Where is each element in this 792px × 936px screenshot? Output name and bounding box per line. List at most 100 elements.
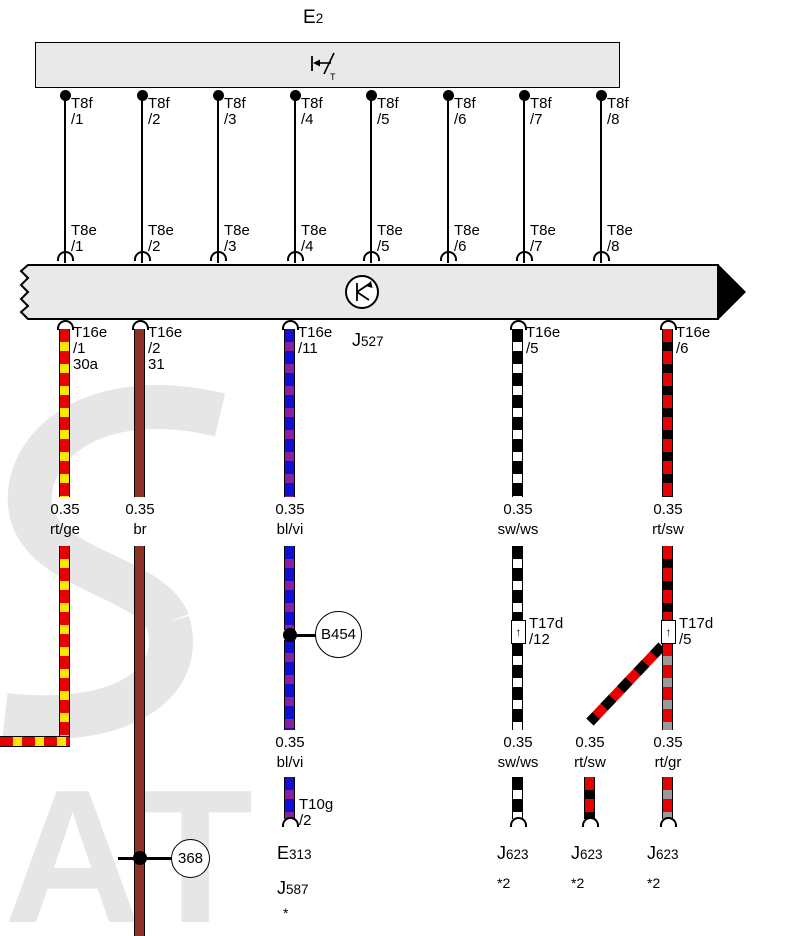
ground-label-368: 368 bbox=[171, 839, 210, 878]
footnote-star2: *2 bbox=[647, 875, 661, 891]
pin-wire bbox=[217, 95, 219, 263]
connector-symbol bbox=[510, 817, 527, 827]
junction-label-b454: B454 bbox=[315, 611, 362, 658]
wire-br bbox=[134, 546, 145, 936]
wire-bl-vi bbox=[284, 640, 295, 730]
connector-symbol bbox=[57, 251, 74, 261]
pin-dot bbox=[366, 90, 377, 101]
wire-sw-ws bbox=[512, 643, 523, 730]
pin-label-t8e-5: T8e/5 bbox=[377, 222, 403, 255]
connector-box-t17d-5: ↑ bbox=[661, 620, 676, 644]
target-label-j623-3: J623 bbox=[647, 843, 679, 863]
junction-dot bbox=[283, 628, 297, 642]
terminal-label-30a: 30a bbox=[73, 356, 99, 373]
pin-label-t8e-6: T8e/6 bbox=[454, 222, 480, 255]
connector-label-t16e-11: T16e /11 bbox=[298, 324, 333, 357]
pin-label-t8e-2: T8e/2 bbox=[148, 222, 174, 255]
wire-rt-sw-diagonal bbox=[586, 642, 666, 726]
wire-rt-gr bbox=[662, 777, 673, 819]
terminal-label-31: 31 bbox=[148, 356, 165, 373]
switch-symbol-icon: T bbox=[311, 52, 336, 82]
junction-link-line bbox=[296, 634, 316, 637]
pin-label-t8f-1: T8f/1 bbox=[71, 95, 93, 128]
pin-dot bbox=[519, 90, 530, 101]
wire-gauge-label: 0.35 rt/ge bbox=[49, 501, 80, 538]
wire-bl-vi bbox=[284, 777, 295, 819]
connector-symbol bbox=[510, 320, 527, 330]
pin-wire bbox=[294, 95, 296, 263]
pin-label-t8e-7: T8e/7 bbox=[530, 222, 556, 255]
wire-gauge-label: 0.35 bl/vi bbox=[275, 501, 305, 538]
component-label-e2-sub: 2 bbox=[315, 11, 324, 26]
up-arrow-icon: ↑ bbox=[515, 625, 522, 639]
component-label-e2: E2 bbox=[303, 7, 323, 29]
pin-dot bbox=[137, 90, 148, 101]
target-label-j623-1: J623 bbox=[497, 843, 529, 863]
connector-box-t17d-12: ↑ bbox=[511, 620, 526, 644]
target-label-j587: J587 bbox=[277, 878, 309, 898]
connector-symbol bbox=[593, 251, 610, 261]
connector-symbol bbox=[282, 817, 299, 827]
wire-gauge-label: 0.35 rt/gr bbox=[653, 734, 683, 771]
connector-label-t17d-5: T17d /5 bbox=[679, 615, 714, 648]
wire-gauge-label: 0.35 bl/vi bbox=[275, 734, 305, 771]
connector-symbol bbox=[287, 251, 304, 261]
connector-label-t17d-12: T17d /12 bbox=[529, 615, 564, 648]
connector-symbol bbox=[282, 320, 299, 330]
pin-dot bbox=[443, 90, 454, 101]
connector-symbol bbox=[210, 251, 227, 261]
wire-bl-vi bbox=[284, 546, 295, 630]
pin-label-t8e-1: T8e/1 bbox=[71, 222, 97, 255]
pin-wire bbox=[447, 95, 449, 263]
bus-label-j527: J527 bbox=[352, 330, 384, 350]
pin-dot bbox=[213, 90, 224, 101]
wire-gauge-label: 0.35 br bbox=[125, 501, 155, 538]
pin-wire bbox=[370, 95, 372, 263]
pin-label-t8f-4: T8f/4 bbox=[301, 95, 323, 128]
wire-br bbox=[134, 329, 145, 497]
bus-symbol-icon bbox=[345, 275, 379, 309]
pin-label-t8f-5: T8f/5 bbox=[377, 95, 399, 128]
wire-rt-sw bbox=[584, 777, 595, 819]
connector-symbol bbox=[363, 251, 380, 261]
footnote-star2: *2 bbox=[497, 875, 511, 891]
wire-bl-vi bbox=[284, 329, 295, 497]
pin-label-t8e-3: T8e/3 bbox=[224, 222, 250, 255]
wire-rt-gr bbox=[662, 643, 673, 730]
connector-symbol bbox=[440, 251, 457, 261]
wire-rt-ge bbox=[59, 329, 70, 497]
pin-wire bbox=[141, 95, 143, 263]
connector-symbol bbox=[582, 817, 599, 827]
wire-sw-ws bbox=[512, 546, 523, 622]
pin-dot bbox=[596, 90, 607, 101]
pin-label-t8e-4: T8e/4 bbox=[301, 222, 327, 255]
wire-rt-ge bbox=[59, 546, 70, 746]
up-arrow-icon: ↑ bbox=[665, 625, 672, 639]
pin-wire bbox=[64, 95, 66, 263]
connector-symbol bbox=[57, 320, 74, 330]
bus-arrow-icon bbox=[718, 264, 746, 320]
wire-gauge-label: 0.35 sw/ws bbox=[497, 734, 539, 771]
target-label-j623-2: J623 bbox=[571, 843, 603, 863]
connector-symbol bbox=[516, 251, 533, 261]
connector-label-t16e-2: T16e /2 31 bbox=[148, 324, 183, 373]
connector-label-t16e-6: T16e /6 bbox=[676, 324, 711, 357]
component-label-e2-prefix: E bbox=[303, 7, 316, 28]
wire-gauge-label: 0.35 rt/sw bbox=[652, 501, 684, 538]
connector-symbol bbox=[132, 320, 149, 330]
pin-wire bbox=[523, 95, 525, 263]
pin-label-t8f-2: T8f/2 bbox=[148, 95, 170, 128]
pin-label-t8f-8: T8f/8 bbox=[607, 95, 629, 128]
connector-label-t16e-5: T16e /5 bbox=[526, 324, 561, 357]
connector-symbol bbox=[660, 320, 677, 330]
bus-bar bbox=[19, 264, 746, 320]
wire-rt-sw bbox=[662, 329, 673, 497]
pin-label-t8e-8: T8e/8 bbox=[607, 222, 633, 255]
connector-label-t16e-1: T16e /1 30a bbox=[73, 324, 108, 373]
junction-dot bbox=[133, 851, 147, 865]
footnote-star2: *2 bbox=[571, 875, 585, 891]
pin-dot bbox=[290, 90, 301, 101]
wire-gauge-label: 0.35 rt/sw bbox=[574, 734, 606, 771]
wire-sw-ws bbox=[512, 777, 523, 819]
